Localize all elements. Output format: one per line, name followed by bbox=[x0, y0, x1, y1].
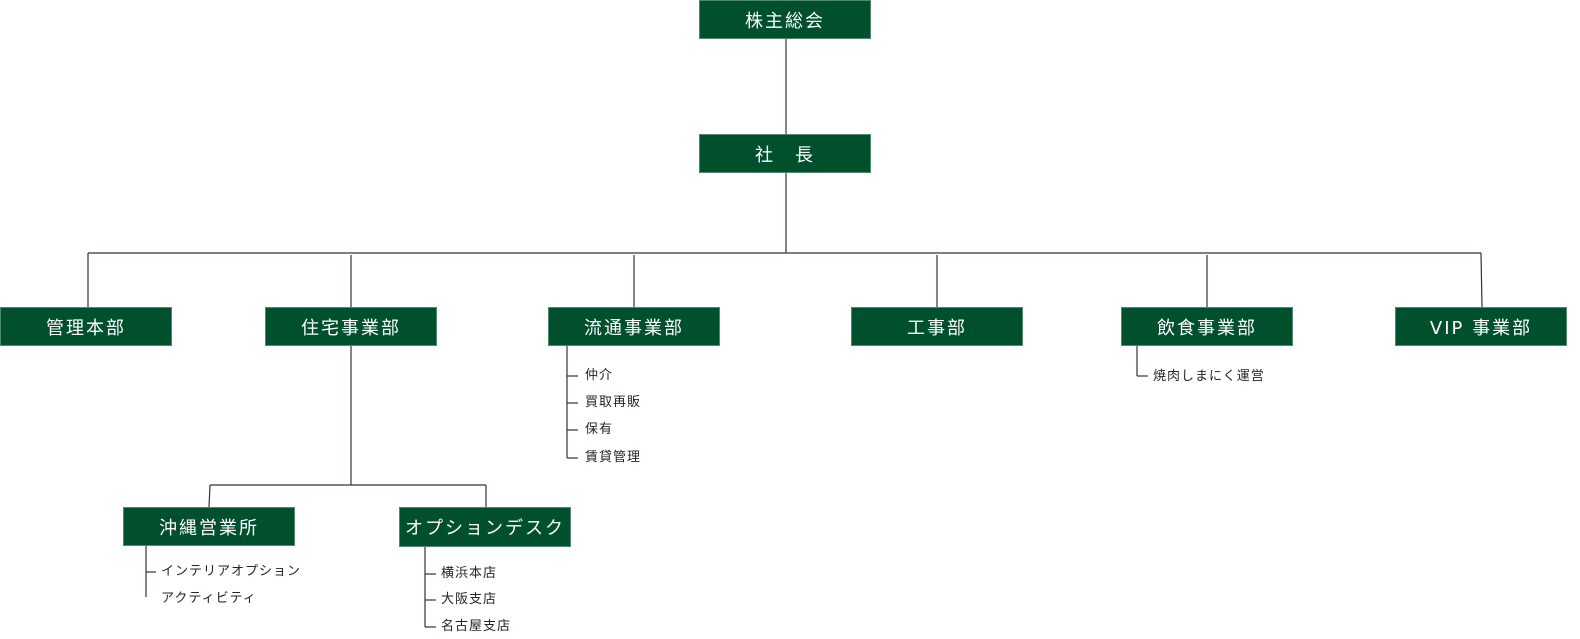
option-desk-box: オプションデスク bbox=[399, 507, 571, 547]
list-item: アクティビティ bbox=[161, 591, 257, 606]
dept-construction-box: 工事部 bbox=[851, 307, 1023, 346]
president-box: 社 長 bbox=[699, 134, 871, 173]
list-item: 横浜本店 bbox=[441, 566, 498, 581]
dept-food-box: 飲食事業部 bbox=[1121, 307, 1293, 346]
dept-vip-box: VIP 事業部 bbox=[1395, 307, 1567, 346]
dept-housing-box: 住宅事業部 bbox=[265, 307, 437, 346]
list-item: 仲介 bbox=[585, 368, 614, 383]
dept-distribution-box: 流通事業部 bbox=[548, 307, 720, 346]
shareholders-meeting-box: 株主総会 bbox=[699, 0, 871, 39]
list-item: 大阪支店 bbox=[441, 592, 498, 607]
list-item: 名古屋支店 bbox=[441, 619, 512, 634]
dept-admin-box: 管理本部 bbox=[0, 307, 172, 346]
okinawa-office-box: 沖縄営業所 bbox=[123, 507, 295, 546]
list-item: 保有 bbox=[585, 422, 614, 437]
list-item: 焼肉しまにく運営 bbox=[1153, 369, 1265, 384]
list-item: 賃貸管理 bbox=[585, 450, 642, 465]
list-item: 買取再販 bbox=[585, 395, 642, 410]
list-item: インテリアオプション bbox=[161, 564, 302, 579]
